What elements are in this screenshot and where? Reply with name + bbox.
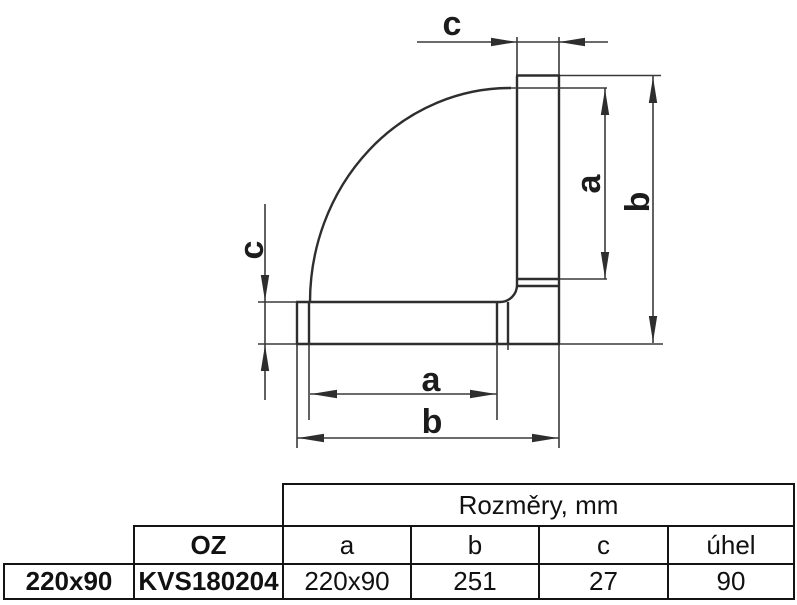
dimensions-table: Rozměry, mm OZ a b c úhel 220x90 KVS1802… [3,483,795,600]
arrowhead [600,252,610,278]
dim-b-right: b [619,76,658,343]
outer-bend-arc [308,86,512,303]
arrowhead [311,389,337,399]
arrowhead [559,37,585,47]
col-header-c: c [538,525,669,565]
dim-label-a-right: a [570,173,608,193]
col-header-oz: OZ [133,525,284,565]
cell-c: 27 [538,563,669,600]
dim-a-right: a [570,88,610,279]
table-spacer [134,484,283,526]
arrowhead [260,345,270,371]
elbow-drawing: c c a b a [233,5,663,448]
arrowhead [298,433,324,443]
horizontal-duct-outline [258,300,663,448]
cell-code: KVS180204 [133,563,284,600]
dim-c-left: c [233,204,271,400]
arrowhead [260,275,270,301]
dim-label-b-right: b [619,192,657,213]
cell-angle: 90 [667,563,795,600]
arrowhead [648,77,658,103]
vertical-duct-outline [504,37,661,448]
dim-c-top: c [417,5,608,47]
cell-b: 251 [410,563,540,600]
arrowhead [532,433,558,443]
arrowhead [600,89,610,115]
col-header-angle: úhel [667,525,795,565]
dim-a-bottom: a [310,361,497,399]
inner-bend-arc [499,284,519,304]
col-header-b: b [410,525,540,565]
cell-a: 220x90 [282,563,412,600]
dim-label-a-bottom: a [422,361,442,399]
arrowhead [491,37,517,47]
table-spacer [4,526,134,564]
dim-label-c-left: c [233,241,271,260]
col-header-a: a [282,525,412,565]
table-row: 220x90 KVS180204 220x90 251 27 90 [3,563,795,600]
dim-label-b-bottom: b [422,403,443,441]
dim-b-bottom: b [297,403,559,443]
arrowhead [470,389,496,399]
cell-size: 220x90 [3,563,135,600]
dim-label-c-top: c [443,5,462,43]
table-spacer [4,484,134,526]
table-span-header: Rozměry, mm [282,483,795,527]
arrowhead [648,316,658,342]
